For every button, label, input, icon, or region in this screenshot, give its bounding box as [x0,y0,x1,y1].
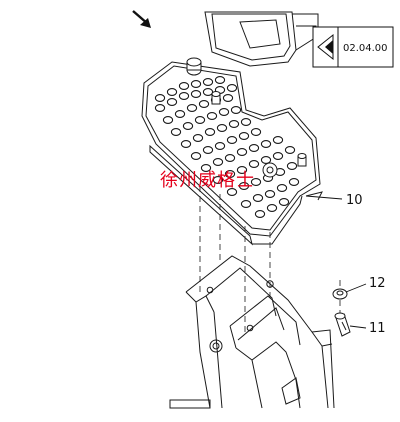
callout-11: 11 [369,321,386,336]
reference-box-label: 02.04.00 [343,43,388,54]
keypad-button [214,76,226,84]
keypad-button [248,144,260,152]
keypad-button [212,176,224,184]
keypad-button [190,152,202,160]
knob-fitting [186,57,307,178]
keypad-button [260,140,272,148]
keypad-button [224,154,236,162]
keypad-button [202,78,214,86]
keypad-buttons [154,76,300,218]
keypad-button [238,132,250,140]
leader-lines [305,195,367,329]
keypad-button [224,170,236,178]
keypad-button [182,122,194,130]
keypad-button [284,146,296,154]
keypad-button [192,134,204,142]
keypad-button [154,104,166,112]
keypad-button [248,160,260,168]
bolt-part [334,312,351,337]
console-housing [204,11,319,67]
keypad-button [190,90,202,98]
keypad-button [218,108,230,116]
keypad-button [180,140,192,148]
keypad-button [178,92,190,100]
keypad-button [194,116,206,124]
keypad-button [254,210,266,218]
alignment-lines [199,186,341,332]
keypad-button [212,158,224,166]
keypad-button [228,120,240,128]
keypad-button [206,112,218,120]
keypad-button [276,184,288,192]
keypad-button [230,106,242,114]
keypad-button [226,136,238,144]
callout-12: 12 [369,276,386,291]
keypad-button [250,178,262,186]
keypad-button [190,80,202,88]
keypad-button [240,118,252,126]
keypad-button [202,88,214,96]
mounting-bracket [169,255,335,409]
reference-triangle-icon [317,33,334,61]
nut-part [332,288,348,300]
keypad-button [174,110,186,118]
keypad-button [204,128,216,136]
keypad-button [214,142,226,150]
keypad-button [252,194,264,202]
keypad-button [170,128,182,136]
keypad-button [264,190,276,198]
keypad-button [240,200,252,208]
keypad-button [226,84,238,92]
keypad-button [266,204,278,212]
keypad-button [222,94,234,102]
keypad-button [154,94,166,102]
keypad-button [226,188,238,196]
keypad-button [166,98,178,106]
keypad-button [186,104,198,112]
keypad-button [198,100,210,108]
keypad-button [216,124,228,132]
keypad-button [272,152,284,160]
keypad-button [178,82,190,90]
keypad-button [286,162,298,170]
keypad-button [166,88,178,96]
keypad-button [260,156,272,164]
reference-box: 02.04.00 [312,26,394,68]
keypad-button [272,136,284,144]
keypad-button [250,128,262,136]
callout-10: 10 [346,193,363,208]
keypad-panel [141,61,323,246]
keypad-button [200,164,212,172]
direction-arrow-icon [132,10,151,28]
keypad-button [238,182,250,190]
watermark-text: 徐州威格士 [160,170,255,191]
keypad-button [236,148,248,156]
keypad-button [162,116,174,124]
keypad-button [288,178,300,186]
keypad-button [236,166,248,174]
keypad-button [278,198,290,206]
keypad-button [202,146,214,154]
